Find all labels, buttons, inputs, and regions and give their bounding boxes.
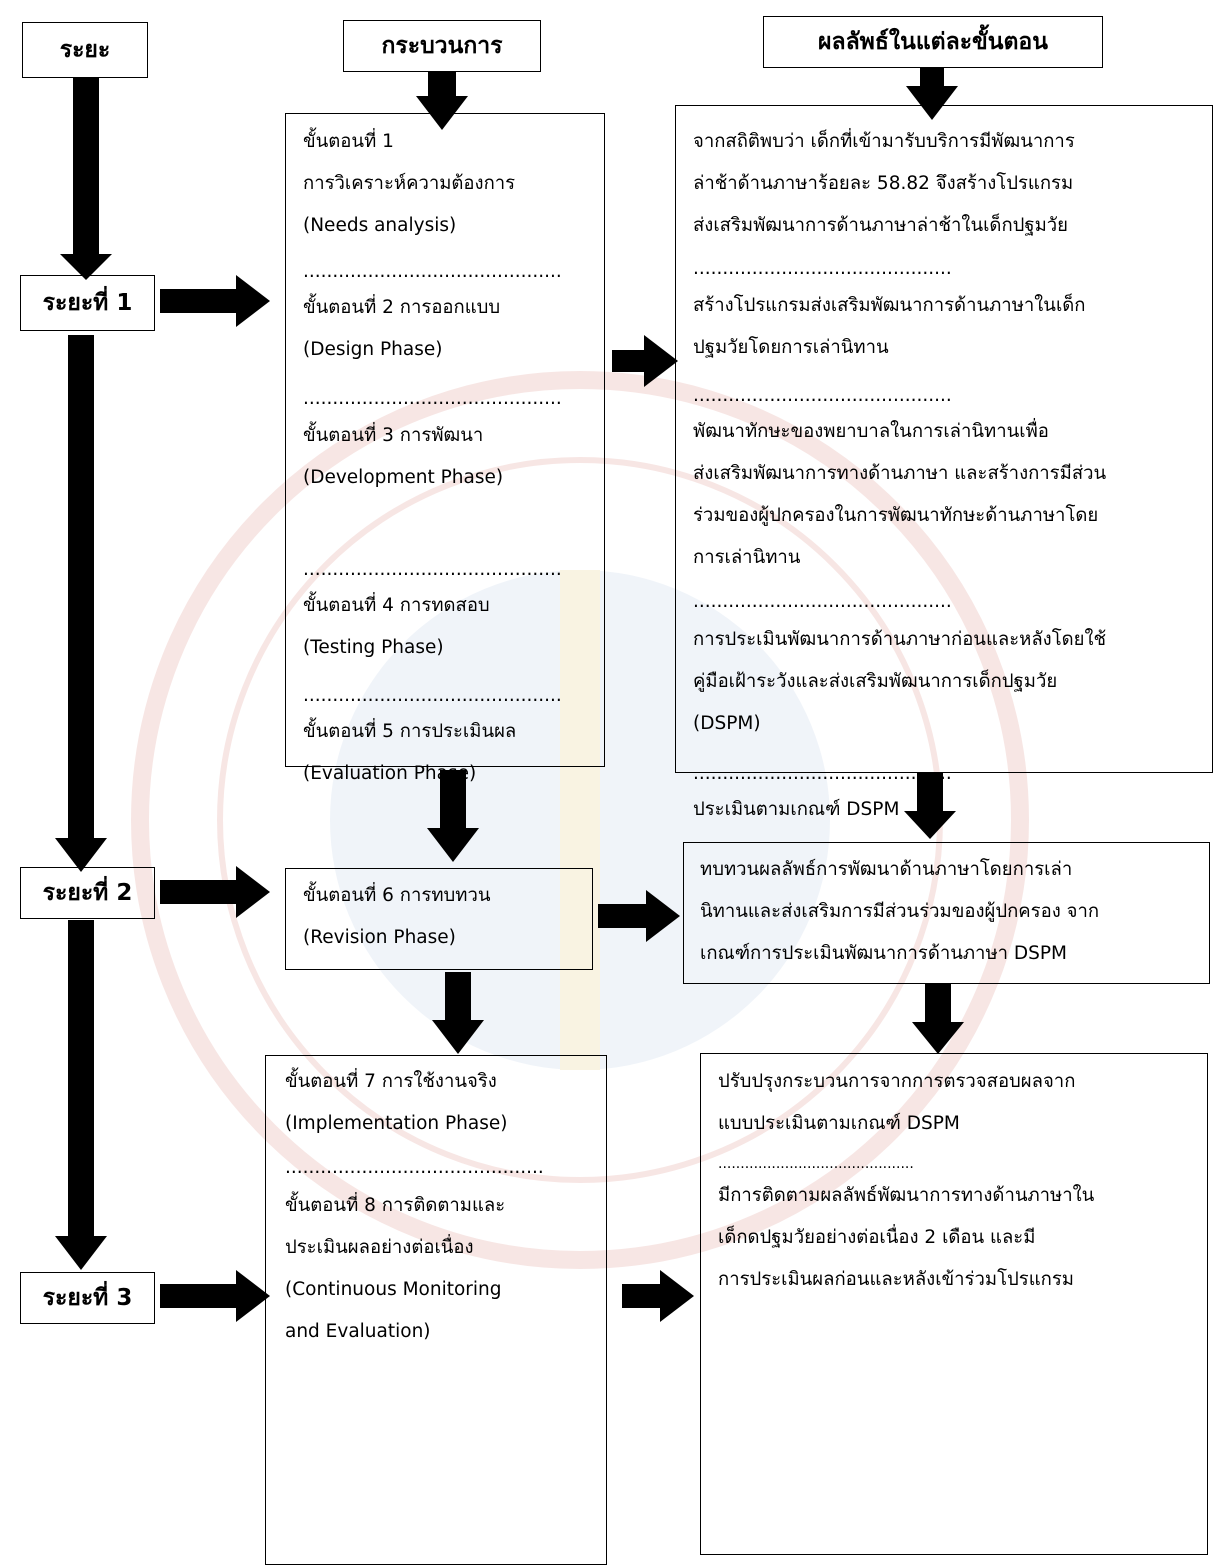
result-line: ปรับปรุงกระบวนการจากการตรวจสอบผลจาก [718, 1071, 1076, 1092]
timeline-shaft [68, 920, 94, 1238]
separator: ........................................… [693, 258, 952, 279]
result-line: เกณฑ์การประเมินพัฒนาการด้านภาษา DSPM [700, 943, 1068, 964]
process-line: (Continuous Monitoring [285, 1279, 502, 1300]
result-line: จากสถิติพบว่า เด็กที่เข้ามารับบริการมีพั… [693, 131, 1075, 152]
process-box-1 [285, 113, 605, 767]
result-line: (DSPM) [693, 713, 761, 734]
phase-2-box: ระยะที่ 2 [20, 867, 155, 919]
process-line: (Evaluation Phase) [303, 763, 477, 784]
timeline-arrow-head [55, 1236, 107, 1270]
arrow-right-head [236, 275, 270, 327]
header-process: กระบวนการ [343, 20, 541, 72]
process-line: ขั้นตอนที่ 1 [303, 131, 394, 152]
result-line: ประเมินตามเกณฑ์ DSPM [693, 799, 900, 820]
arrow-right-head [236, 866, 270, 918]
process-line: ขั้นตอนที่ 4 การทดสอบ [303, 595, 490, 616]
arrow-shaft [160, 289, 238, 313]
result-line: คู่มือเฝ้าระวังและส่งเสริมพัฒนาการเด็กปฐ… [693, 671, 1058, 692]
process-line: ขั้นตอนที่ 3 การพัฒนา [303, 425, 484, 446]
arrow-shaft [160, 1284, 238, 1308]
result-line: ล่าช้าด้านภาษาร้อยละ 58.82 จึงสร้างโปรแก… [693, 173, 1074, 194]
process-line: ประเมินผลอย่างต่อเนื่อง [285, 1237, 474, 1258]
arrow-shaft [440, 770, 466, 830]
arrow-down-head [432, 1020, 484, 1054]
separator: ........................................… [718, 1156, 914, 1172]
header-process-label: กระบวนการ [381, 33, 503, 59]
process-line: (Implementation Phase) [285, 1113, 508, 1134]
process-line: (Development Phase) [303, 467, 504, 488]
arrow-shaft [160, 880, 238, 904]
process-line: ขั้นตอนที่ 6 การทบทวน [303, 885, 491, 906]
separator: ........................................… [693, 385, 952, 406]
arrow-right-head [236, 1270, 270, 1322]
phase-1-box: ระยะที่ 1 [20, 275, 155, 331]
process-line: (Needs analysis) [303, 215, 457, 236]
result-box-3 [700, 1053, 1208, 1555]
header-results: ผลลัพธ์ในแต่ละขั้นตอน [763, 16, 1103, 68]
result-line: การเล่านิทาน [693, 547, 801, 568]
result-line: เด็กดปฐมวัยอย่างต่อเนื่อง 2 เดือน และมี [718, 1227, 1036, 1248]
separator: ........................................… [303, 685, 562, 706]
result-box-2 [683, 842, 1210, 984]
arrow-down-head [912, 1022, 964, 1054]
result-line: ส่งเสริมพัฒนาการทางด้านภาษา และสร้างการม… [693, 463, 1107, 484]
arrow-right-head [644, 335, 678, 387]
result-line: การประเมินพัฒนาการด้านภาษาก่อนและหลังโดย… [693, 629, 1107, 650]
process-line: ขั้นตอนที่ 7 การใช้งานจริง [285, 1071, 497, 1092]
process-line: (Design Phase) [303, 339, 443, 360]
arrow-shaft [917, 773, 943, 813]
arrow-shaft [920, 68, 944, 88]
process-line: ขั้นตอนที่ 8 การติดตามและ [285, 1195, 506, 1216]
separator: ........................................… [303, 261, 562, 282]
header-results-label: ผลลัพธ์ในแต่ละขั้นตอน [818, 29, 1048, 55]
arrow-shaft [622, 1284, 662, 1308]
header-period: ระยะ [22, 22, 148, 78]
arrow-shaft [598, 904, 648, 928]
separator: ........................................… [303, 559, 562, 580]
watermark-seal [131, 371, 1029, 1269]
header-period-label: ระยะ [59, 37, 111, 63]
phase-2-label: ระยะที่ 2 [42, 880, 133, 906]
result-line: การประเมินผลก่อนและหลังเข้าร่วมโปรแกรม [718, 1269, 1074, 1290]
result-line: ทบทวนผลลัพธ์การพัฒนาด้านภาษาโดยการเล่า [700, 859, 1073, 880]
timeline-shaft [68, 335, 94, 839]
process-line: ขั้นตอนที่ 5 การประเมินผล [303, 721, 517, 742]
process-line: การวิเคราะห์ความต้องการ [303, 173, 516, 194]
arrow-shaft [612, 350, 646, 372]
result-line: ปฐมวัยโดยการเล่านิทาน [693, 337, 889, 358]
arrow-down-head [427, 828, 479, 862]
phase-3-box: ระยะที่ 3 [20, 1272, 155, 1324]
arrow-shaft [445, 972, 471, 1022]
result-line: นิทานและส่งเสริมการมีส่วนร่วมของผู้ปกครอ… [700, 901, 1100, 922]
phase-3-label: ระยะที่ 3 [42, 1285, 133, 1311]
result-line: ร่วมของผู้ปกครองในการพัฒนาทักษะด้านภาษาโ… [693, 505, 1099, 526]
separator: ........................................… [693, 763, 952, 784]
process-line: (Testing Phase) [303, 637, 444, 658]
result-line: สร้างโปรแกรมส่งเสริมพัฒนาการด้านภาษาในเด… [693, 295, 1086, 316]
process-line: and Evaluation) [285, 1321, 431, 1342]
result-line: แบบประเมินตามเกณฑ์ DSPM [718, 1113, 960, 1134]
arrow-down-head [904, 811, 956, 839]
process-line: (Revision Phase) [303, 927, 456, 948]
process-line: ขั้นตอนที่ 2 การออกแบบ [303, 297, 501, 318]
result-line: มีการติดตามผลลัพธ์พัฒนาการทางด้านภาษาใน [718, 1185, 1095, 1206]
timeline-shaft [73, 78, 99, 256]
arrow-shaft [925, 984, 951, 1024]
result-line: พัฒนาทักษะของพยาบาลในการเล่านิทานเพื่อ [693, 421, 1049, 442]
arrow-down-head [906, 86, 958, 120]
process-box-3 [265, 1055, 607, 1565]
arrow-shaft [428, 72, 456, 98]
separator: ........................................… [303, 388, 562, 409]
process-box-2 [285, 868, 593, 970]
arrow-right-head [660, 1270, 694, 1322]
separator: ........................................… [285, 1157, 544, 1178]
result-line: ส่งเสริมพัฒนาการด้านภาษาล่าช้าในเด็กปฐมว… [693, 215, 1069, 236]
timeline-arrow-head [55, 838, 107, 872]
separator: ........................................… [693, 591, 952, 612]
phase-1-label: ระยะที่ 1 [42, 290, 133, 316]
arrow-right-head [646, 890, 680, 942]
